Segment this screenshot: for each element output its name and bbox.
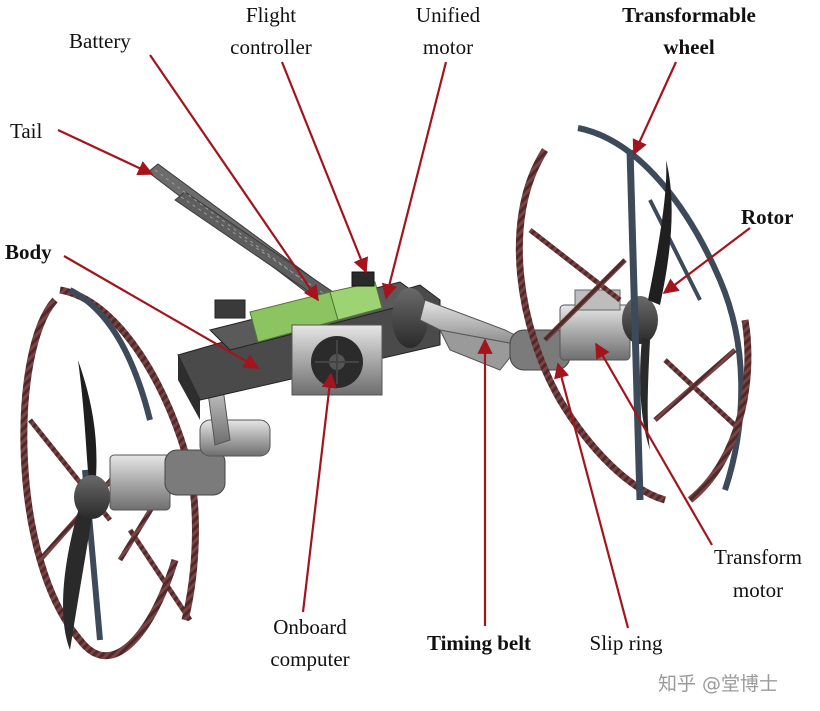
arrow-slip-ring: [554, 362, 630, 629]
arrow-body: [63, 255, 260, 369]
arrow-battery: [149, 54, 319, 302]
leader-arrows: [57, 54, 751, 629]
robot-illustration: [20, 125, 752, 660]
label-body: Body: [5, 240, 52, 264]
label-flight-controller-line1: Flight: [246, 3, 296, 27]
left-rotor-blade-upper: [78, 360, 97, 490]
label-unified-motor-line2: motor: [423, 35, 473, 59]
label-flight-controller-line2: controller: [230, 35, 312, 59]
label-tail: Tail: [10, 119, 43, 143]
tail-boom: [147, 163, 346, 309]
left-rotor-blade: [63, 480, 96, 650]
arrow-flight-controller: [280, 61, 369, 274]
label-transformable-wheel-line2: wheel: [663, 35, 714, 59]
arrow-transform-motor: [595, 342, 713, 546]
label-onboard-computer-line1: Onboard: [273, 615, 347, 639]
label-transformable-wheel-line1: Transformable: [622, 3, 756, 27]
right-rotor-blade-lower: [640, 338, 650, 450]
right-motor-assembly: [559, 289, 658, 361]
watermark: 知乎 @堂博士: [658, 673, 778, 695]
label-timing-belt: Timing belt: [427, 631, 531, 655]
label-unified-motor-line1: Unified: [416, 3, 481, 27]
labels: Battery Flight controller Unified motor …: [5, 3, 802, 695]
arrow-onboard-computer: [301, 372, 338, 613]
label-transform-motor-line1: Transform: [714, 545, 802, 569]
left-motor-assembly: [74, 365, 271, 519]
arrow-unified-motor: [381, 61, 448, 300]
label-transform-motor-line2: motor: [733, 578, 783, 602]
label-slip-ring: Slip ring: [590, 631, 663, 655]
right-rotor-blade-upper: [648, 160, 672, 305]
label-rotor: Rotor: [741, 205, 793, 229]
arrow-tail: [57, 129, 154, 176]
arrow-rotor: [662, 227, 751, 294]
body-frame: [177, 271, 441, 420]
label-battery: Battery: [69, 29, 131, 53]
label-onboard-computer-line2: computer: [270, 647, 349, 671]
right-transformable-wheel: [515, 125, 752, 504]
arrow-transformable-wheel: [632, 61, 678, 156]
